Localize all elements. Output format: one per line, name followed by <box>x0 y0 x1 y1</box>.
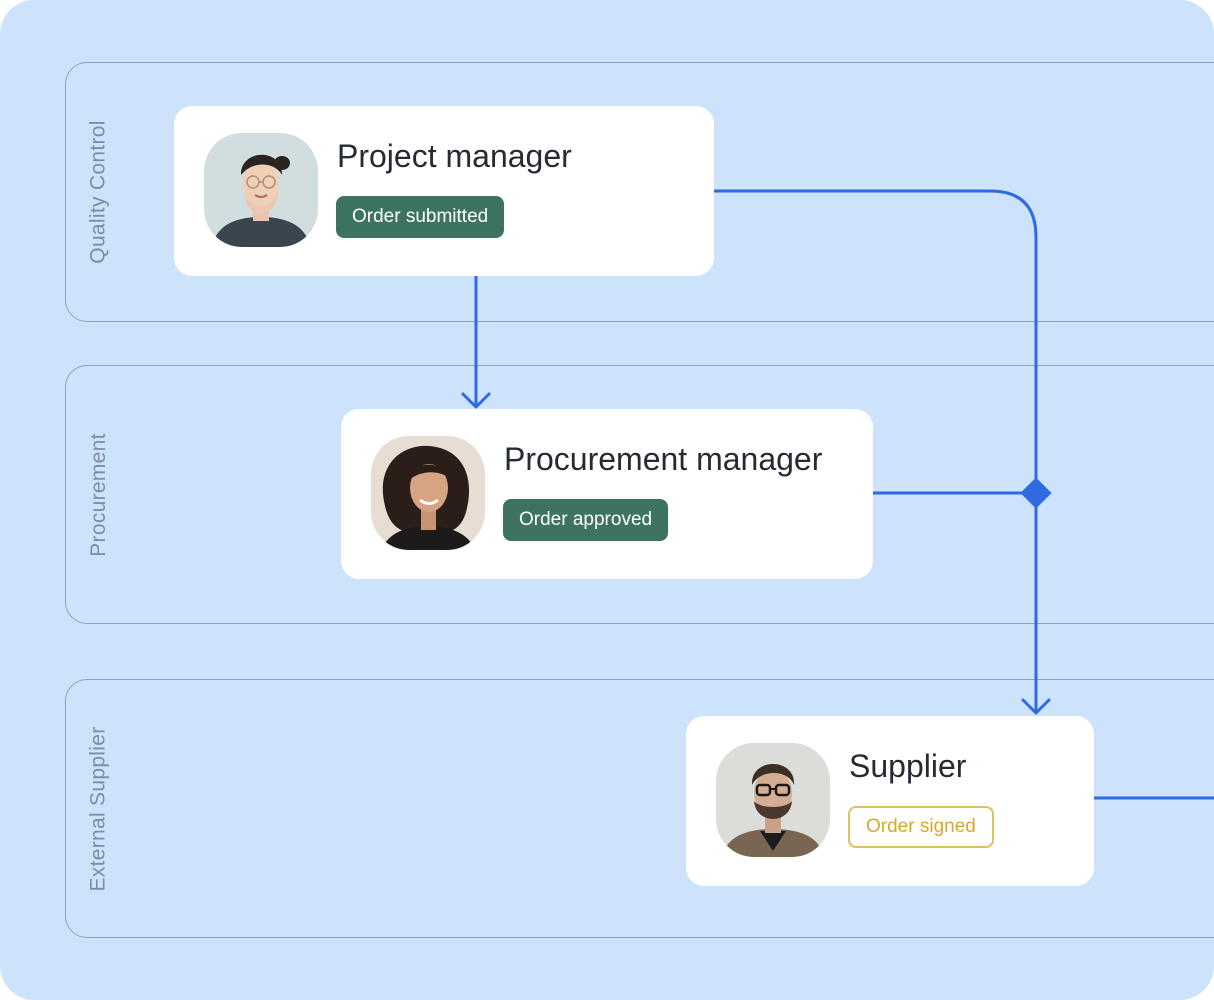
card-procurement-manager[interactable]: Procurement manager Order approved <box>341 409 873 579</box>
person-avatar-woman-curly-hair-icon <box>371 436 485 550</box>
connector-pm-to-supplier <box>712 189 1038 714</box>
arrowhead-procurement <box>461 392 491 409</box>
status-badge-order-signed: Order signed <box>848 806 994 848</box>
card-project-manager[interactable]: Project manager Order submitted <box>174 106 714 276</box>
person-avatar-man-glasses-beard-icon <box>716 743 830 857</box>
role-title: Supplier <box>849 748 967 784</box>
avatar-procurement-manager <box>371 436 485 550</box>
status-badge-order-approved: Order approved <box>503 499 669 541</box>
status-badge-order-submitted: Order submitted <box>336 196 505 238</box>
card-supplier[interactable]: Supplier Order signed <box>686 716 1094 886</box>
lane-procurement: Procurement <box>65 365 1214 624</box>
role-title: Project manager <box>337 138 572 174</box>
avatar-supplier <box>716 743 830 857</box>
arrowhead-supplier <box>1021 698 1051 715</box>
junction-diamond <box>1020 477 1052 509</box>
lane-external-supplier: External Supplier <box>65 679 1214 938</box>
avatar-project-manager <box>204 133 318 247</box>
role-title: Procurement manager <box>504 441 823 477</box>
lane-quality-control: Quality Control <box>65 62 1214 322</box>
person-avatar-woman-glasses-icon <box>204 133 318 247</box>
